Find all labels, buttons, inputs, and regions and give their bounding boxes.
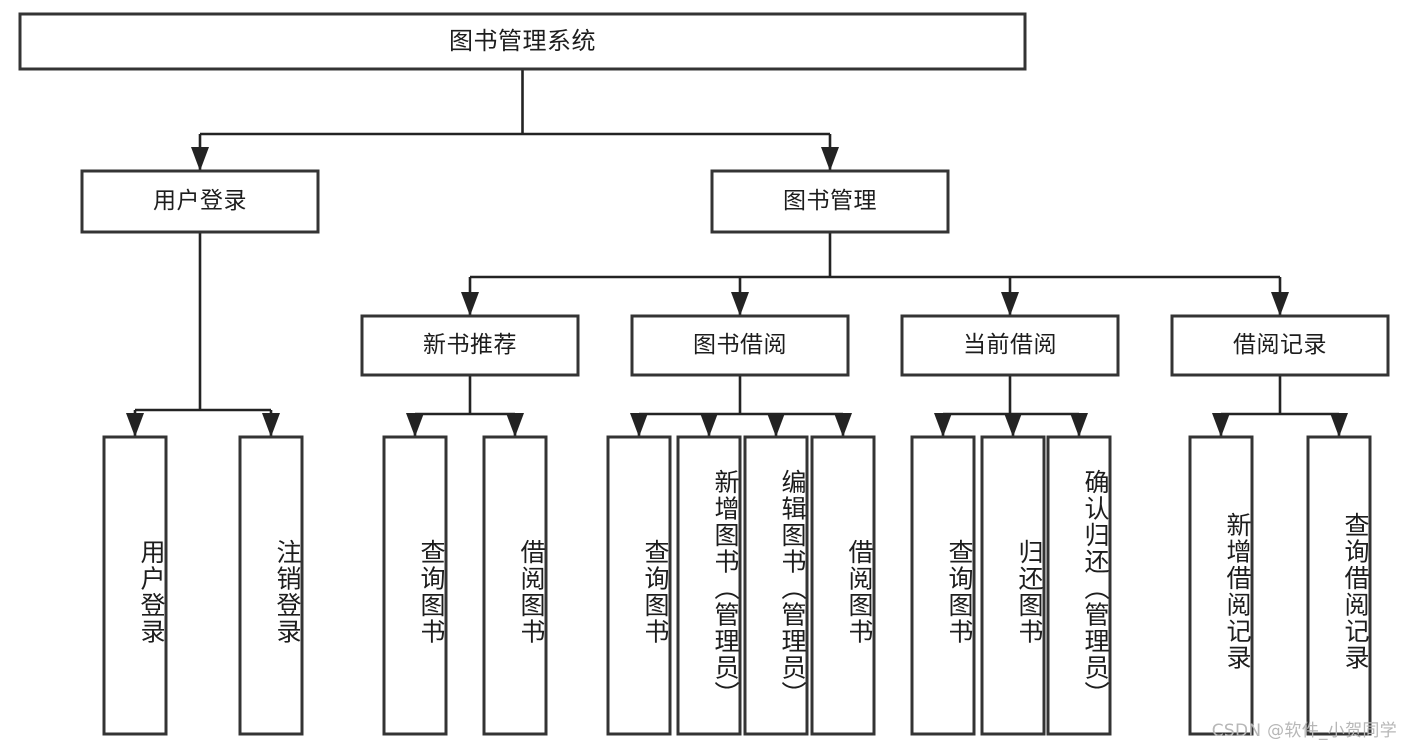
box-layer (18, 12, 1390, 736)
arrow-head-new-book-recommend (461, 292, 479, 316)
arrow-head-leaf-query-book-recommend (406, 413, 424, 437)
node-box-user-login (80, 169, 320, 234)
arrow-head-book-management (821, 147, 839, 171)
node-box-new-book-recommend (360, 314, 580, 377)
node-box-borrow-record (1170, 314, 1390, 377)
arrow-head-leaf-query-book-borrow (630, 413, 648, 437)
arrow-head-leaf-user-login (126, 413, 144, 437)
node-box-root (18, 12, 1027, 71)
node-box-leaf-edit-book-admin (743, 435, 809, 736)
node-box-leaf-query-book-recommend (382, 435, 448, 736)
arrow-head-leaf-borrow-book (834, 413, 852, 437)
arrow-head-leaf-query-book-current (934, 413, 952, 437)
node-box-leaf-confirm-return-admin (1046, 435, 1112, 736)
arrow-head-leaf-query-borrow-record (1330, 413, 1348, 437)
node-box-current-borrow (900, 314, 1120, 377)
node-box-leaf-borrow-book (810, 435, 876, 736)
arrow-head-leaf-add-book-admin (700, 413, 718, 437)
arrow-head-current-borrow (1001, 292, 1019, 316)
node-box-leaf-return-book (980, 435, 1046, 736)
node-box-leaf-user-login (102, 435, 168, 736)
arrow-head-leaf-add-borrow-record (1212, 413, 1230, 437)
arrow-head-leaf-return-book (1004, 413, 1022, 437)
arrow-head-book-borrow (731, 292, 749, 316)
node-box-leaf-borrow-book-recommend (482, 435, 548, 736)
node-box-leaf-add-borrow-record (1188, 435, 1254, 736)
node-box-book-management (710, 169, 950, 234)
arrow-head-leaf-edit-book-admin (767, 413, 785, 437)
watermark-text: CSDN @软件_小贺同学 (1211, 721, 1397, 741)
node-box-leaf-query-book-current (910, 435, 976, 736)
arrow-head-borrow-record (1271, 292, 1289, 316)
node-box-leaf-query-book-borrow (606, 435, 672, 736)
arrow-head-user-login (191, 147, 209, 171)
connector-layer (126, 69, 1348, 437)
arrow-head-leaf-borrow-book-recommend (506, 413, 524, 437)
node-box-leaf-logout (238, 435, 304, 736)
node-box-leaf-add-book-admin (676, 435, 742, 736)
node-box-book-borrow (630, 314, 850, 377)
arrow-head-leaf-confirm-return-admin (1070, 413, 1088, 437)
arrow-head-leaf-logout (262, 413, 280, 437)
node-box-leaf-query-borrow-record (1306, 435, 1372, 736)
